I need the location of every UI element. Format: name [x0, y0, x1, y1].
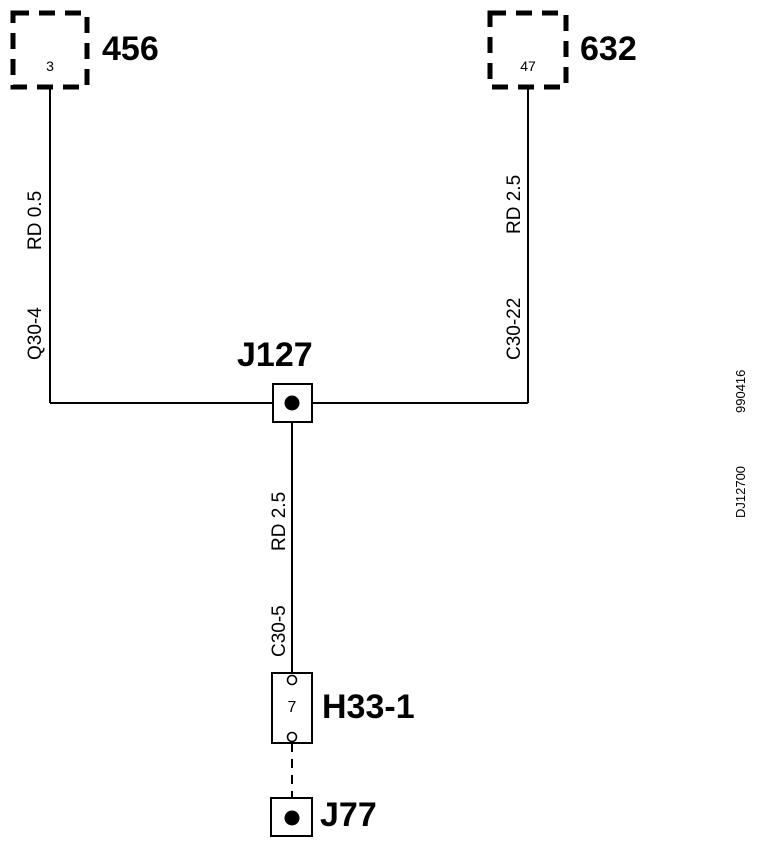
- wire-down-spec: RD 2.5: [269, 492, 290, 551]
- connector-terminal-top: [286, 674, 298, 686]
- wire-right-spec: RD 2.5: [504, 175, 525, 234]
- splice-j127[interactable]: J127: [237, 336, 313, 423]
- component-456[interactable]: 3 456: [10, 10, 159, 90]
- component-632-label: 632: [580, 30, 637, 68]
- ground-j77-label: J77: [320, 796, 377, 834]
- drawing-date-code: 990416: [733, 370, 748, 413]
- splice-j127-label: J127: [237, 336, 313, 374]
- ground-j77-dot: [284, 810, 300, 826]
- wire-down-id: C30-5: [269, 605, 290, 657]
- connector-h33-1-label: H33-1: [322, 688, 415, 726]
- wire-left-spec: RD 0.5: [25, 191, 46, 250]
- connector-h33-1[interactable]: 7 H33-1: [271, 672, 415, 744]
- component-456-outline: [10, 10, 90, 90]
- connector-terminal-bottom: [286, 731, 298, 743]
- wire-right-id: C30-22: [504, 298, 525, 360]
- drawing-number: DJ12700: [733, 466, 748, 518]
- ground-j77[interactable]: J77: [270, 796, 377, 837]
- component-632-pin: 47: [520, 58, 536, 74]
- component-632[interactable]: 47 632: [487, 10, 637, 90]
- connector-h33-1-pin: 7: [288, 699, 297, 716]
- splice-j127-dot: [284, 395, 300, 411]
- component-456-pin: 3: [46, 58, 54, 74]
- component-456-label: 456: [102, 30, 159, 68]
- wire-left-id: Q30-4: [25, 307, 46, 360]
- component-632-outline: [487, 10, 569, 90]
